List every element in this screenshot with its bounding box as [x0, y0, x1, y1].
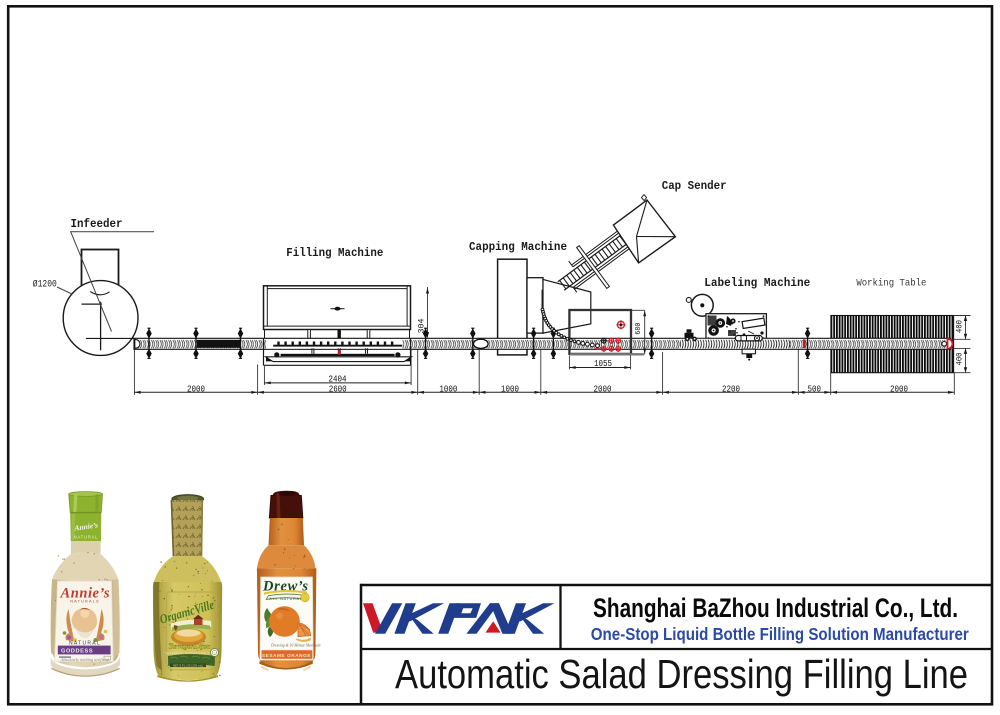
svg-text:NET 8 FL OZ (236 mL): NET 8 FL OZ (236 mL) — [173, 664, 204, 668]
svg-text:2600: 2600 — [329, 383, 347, 394]
svg-text:304: 304 — [417, 319, 427, 334]
svg-text:Absolutely nothing artificial: Absolutely nothing artificial — [60, 657, 110, 662]
svg-text:Working Table: Working Table — [856, 278, 926, 290]
svg-text:NATURAL: NATURAL — [69, 641, 101, 647]
svg-text:Infeeder: Infeeder — [71, 218, 123, 231]
svg-text:Automatic Salad Dressing Filli: Automatic Salad Dressing Filling Line — [395, 651, 968, 697]
svg-text:ALL NATURAL: ALL NATURAL — [269, 596, 303, 601]
svg-text:Filling Machine: Filling Machine — [286, 247, 383, 260]
svg-text:500: 500 — [808, 383, 822, 394]
svg-text:1000: 1000 — [439, 383, 457, 394]
svg-text:Dressing & 10 Minute Marinade: Dressing & 10 Minute Marinade — [270, 644, 321, 648]
svg-text:Shanghai BaZhou Industrial Co.: Shanghai BaZhou Industrial Co., Ltd. — [593, 593, 958, 623]
svg-text:2000: 2000 — [890, 383, 908, 394]
svg-text:Capping Machine: Capping Machine — [469, 241, 567, 254]
svg-text:1055: 1055 — [594, 358, 612, 369]
svg-text:NATURAL: NATURAL — [74, 535, 99, 540]
svg-text:ORGANIC VINAIGRETTE: ORGANIC VINAIGRETTE — [164, 652, 216, 656]
svg-text:2000: 2000 — [187, 383, 205, 394]
svg-text:400: 400 — [956, 352, 965, 365]
svg-text:NATURALS: NATURALS — [70, 600, 100, 604]
svg-text:Cap Sender: Cap Sender — [662, 180, 727, 193]
svg-text:1000: 1000 — [501, 383, 519, 394]
svg-text:One-Stop Liquid Bottle Filling: One-Stop Liquid Bottle Filling Solution … — [591, 624, 969, 644]
svg-text:2404: 2404 — [329, 374, 347, 385]
svg-text:2200: 2200 — [722, 383, 740, 394]
svg-text:SESAME ORANGE: SESAME ORANGE — [262, 653, 311, 659]
svg-text:Annie’s: Annie’s — [60, 586, 110, 602]
svg-text:GODDESS: GODDESS — [61, 649, 93, 655]
svg-text:Labeling Machine: Labeling Machine — [704, 277, 810, 290]
svg-text:Ø1200: Ø1200 — [33, 279, 57, 291]
svg-text:TarragonDijon: TarragonDijon — [169, 643, 211, 651]
svg-text:400: 400 — [956, 320, 965, 333]
svg-text:Annie’s: Annie’s — [73, 520, 99, 532]
svg-text:2000: 2000 — [594, 383, 612, 394]
svg-text:680: 680 — [635, 322, 643, 334]
